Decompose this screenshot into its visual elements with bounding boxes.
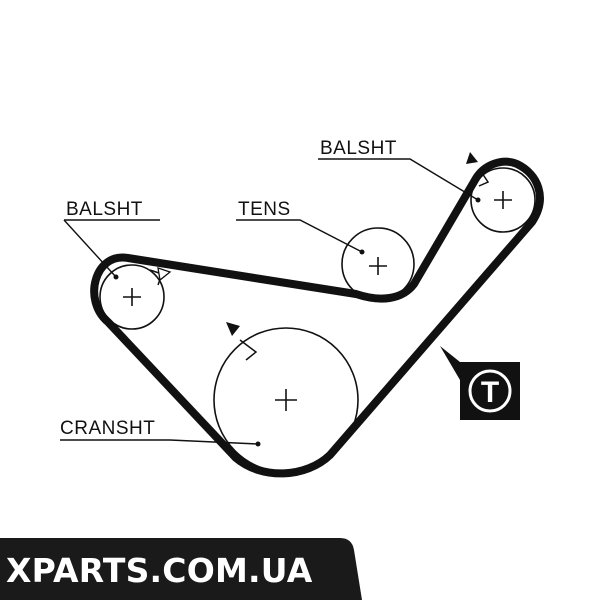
rotation-arrow-crank-icon: [226, 322, 240, 336]
label-tensioner: TENS: [238, 199, 291, 220]
rotation-arrow-top-tick: [478, 169, 490, 187]
crankshaft-center-mark: [275, 389, 297, 411]
leader-dots: [113, 197, 481, 447]
balshaft-left-pulley: [99, 264, 165, 330]
tensioner-pulley: [341, 227, 415, 301]
watermark-text: XPARTS.COM.UA: [6, 551, 313, 590]
balshaft-left-center-mark: [123, 288, 141, 306]
tensioner-badge-letter: T: [481, 376, 499, 409]
tensioner-badge: T: [440, 346, 520, 420]
watermark-band: [0, 538, 362, 600]
tensioner-center-mark: [369, 257, 387, 275]
balshaft-top-center-mark: [494, 191, 512, 209]
watermark: XPARTS.COM.UA: [0, 538, 362, 600]
tensioner-badge-shape: [440, 346, 520, 420]
tensioner-badge-ring: [468, 369, 512, 413]
rotation-arrow-left-head-icon: [157, 267, 172, 282]
label-balshaft-top: BALSHT: [320, 138, 397, 159]
rotation-arrow-top-icon: [466, 152, 478, 164]
label-crankshaft: CRANSHT: [60, 418, 155, 439]
leader-lines: [60, 158, 479, 445]
balshaft-top-pulley: [470, 167, 536, 233]
label-balshaft-left: BALSHT: [66, 199, 143, 220]
timing-belt: [90, 157, 544, 478]
crankshaft-pulley: [213, 327, 359, 473]
rotation-arrow-crank-tick: [239, 339, 258, 361]
